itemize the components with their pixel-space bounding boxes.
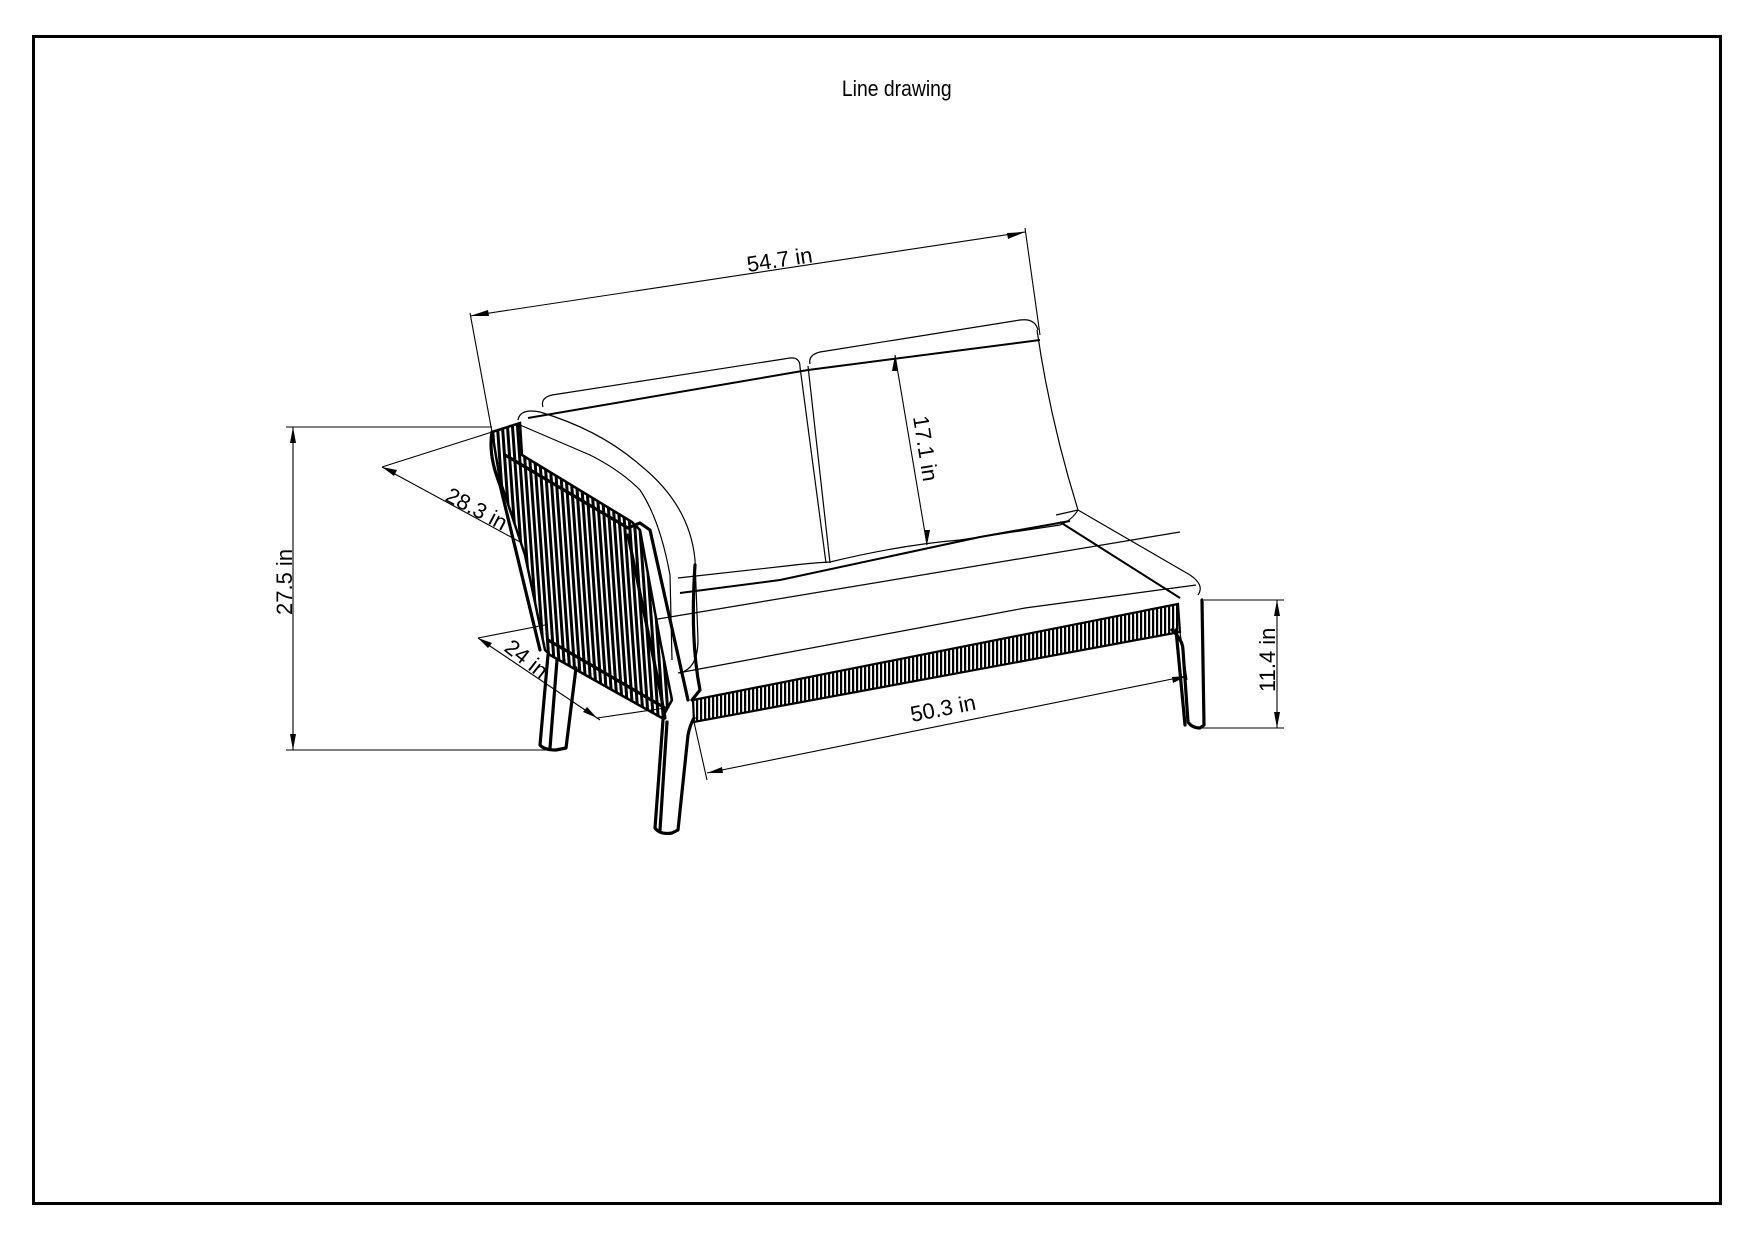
arm-cushion-outer <box>517 410 699 674</box>
leg-back-left <box>538 653 578 752</box>
sheet-border <box>32 35 1722 1205</box>
back-cushion-base <box>677 509 1079 579</box>
back-cushion-right-seam <box>807 339 1041 371</box>
back-cushions <box>527 319 1079 579</box>
seat-back-edge <box>679 520 1071 594</box>
back-cushion-divider <box>807 365 831 564</box>
back-cushion-left-top <box>541 357 801 408</box>
dim-label-overall-width: 54.7 in <box>745 242 814 277</box>
seat-right-edge <box>1055 509 1201 596</box>
back-cushion-left-right-edge <box>799 366 827 564</box>
armrest-front-post-outer <box>628 521 690 702</box>
seat-front-edge <box>677 584 1197 674</box>
dim-label-seat-height: 11.4 in <box>1255 628 1280 692</box>
left-armrest <box>489 421 702 720</box>
leg-back-left-inner <box>548 658 559 750</box>
armrest-back-frame <box>489 430 542 652</box>
dim-label-overall-height: 27.5 in <box>272 549 297 615</box>
back-cushion-left-seam <box>527 369 809 419</box>
dimension-back-cushion-height: 17.1 in <box>892 354 943 546</box>
arm-cushion <box>517 410 699 674</box>
back-cushion-right-edge <box>1036 329 1079 511</box>
legs <box>538 598 1206 836</box>
seat-cushion <box>639 509 1201 674</box>
armrest-front-post-curve <box>690 563 702 702</box>
dim-label-seat-width: 50.3 in <box>908 690 978 727</box>
seat-front-top-line <box>639 531 1181 623</box>
armrest-bottom-rail <box>546 638 667 710</box>
back-cushion-right-top <box>809 319 1039 365</box>
sheet-title: Line drawing <box>107 76 1651 102</box>
leg-front-left-inner <box>658 720 669 832</box>
leg-front-left <box>653 716 696 836</box>
arm-cushion-inner <box>519 424 673 661</box>
dimension-overall-height: 27.5 in <box>272 426 548 751</box>
dimension-seat-height: 11.4 in <box>1200 599 1284 729</box>
seat-right-inner <box>1059 521 1181 599</box>
title-text: Line drawing <box>841 76 952 101</box>
leg-front-right <box>1170 598 1206 730</box>
armrest-weave-panel <box>490 421 674 720</box>
dim-label-back-cushion-height: 17.1 in <box>908 414 943 483</box>
armrest-top-rail <box>503 453 630 530</box>
